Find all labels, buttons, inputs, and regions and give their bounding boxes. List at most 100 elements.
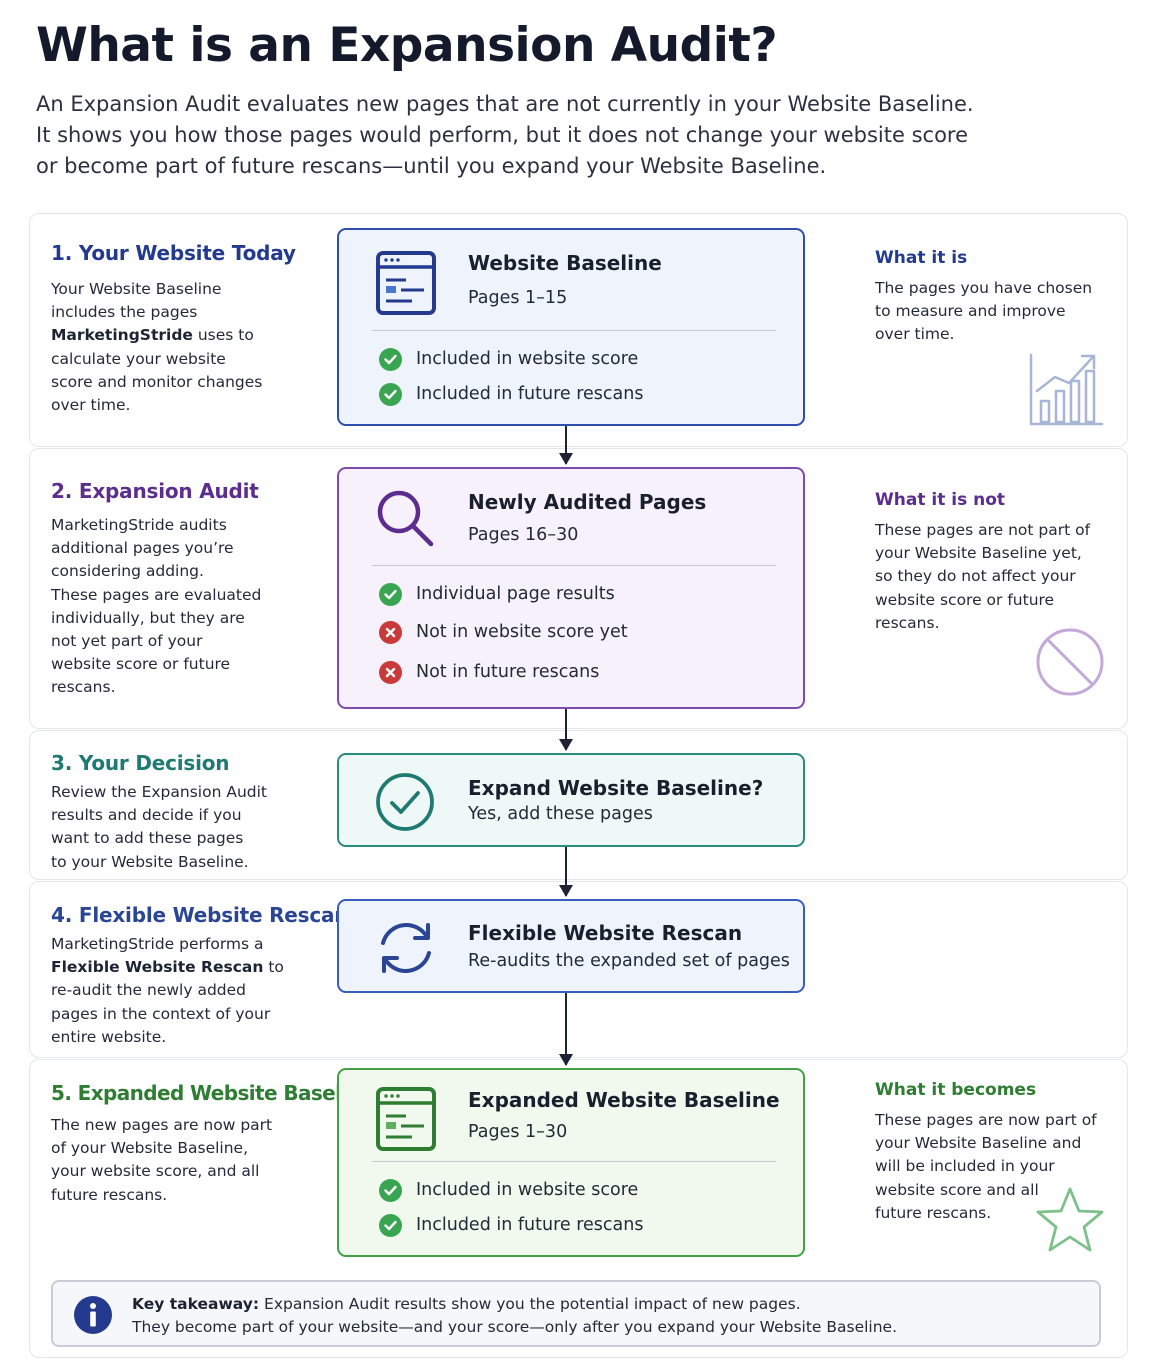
- status-text: Included in website score: [416, 1180, 639, 1200]
- status-item: Included in future rescans: [379, 1212, 643, 1238]
- card-title: Expand Website Baseline?: [468, 776, 764, 800]
- card-subtitle: Pages 1–15: [468, 288, 568, 308]
- status-text: Included in future rescans: [416, 384, 644, 404]
- status-item: Included in website score: [379, 346, 638, 372]
- magnifier-icon: [377, 490, 434, 547]
- intro-text: An Expansion Audit evaluates new pages t…: [36, 89, 1116, 182]
- status-text: Not in website score yet: [416, 622, 628, 642]
- side-line: The pages you have chosen: [875, 279, 1093, 297]
- status-item: Included in website score: [379, 1177, 638, 1203]
- side-line: will be included in your: [875, 1157, 1055, 1176]
- status-item: Not in website score yet: [379, 619, 628, 645]
- side-line: so they do not affect your: [875, 567, 1076, 586]
- desc-line: re-audit the newly added: [51, 981, 246, 1000]
- check-icon: [379, 347, 402, 371]
- intro-line: or become part of future rescans—until y…: [36, 154, 827, 178]
- takeaway-line-2: They become part of your website—and you…: [132, 1318, 898, 1336]
- side-note: What it is The pages you have chosen to …: [875, 248, 1120, 347]
- step-title: 3. Your Decision: [51, 751, 230, 775]
- card-subtitle: Re-audits the expanded set of pages: [468, 951, 790, 971]
- desc-line: MarketingStride audits: [51, 516, 227, 534]
- card-title: Flexible Website Rescan: [468, 921, 743, 945]
- side-note: What it is not These pages are not part …: [875, 490, 1120, 635]
- info-icon: [74, 1296, 112, 1334]
- flow-arrow: [559, 426, 573, 465]
- desc-line: pages in the context of your: [51, 1004, 271, 1023]
- card-title: Expanded Website Baseline: [468, 1088, 780, 1112]
- step-description: MarketingStride performs a Flexible Webs…: [51, 933, 306, 1049]
- star-icon: [1036, 1187, 1104, 1252]
- side-note: What it becomes These pages are now part…: [875, 1080, 1120, 1225]
- side-title: What it becomes: [875, 1080, 1037, 1100]
- takeaway-text: Key takeaway: Expansion Audit results sh…: [132, 1293, 897, 1339]
- desc-line: The new pages are now part: [51, 1116, 273, 1134]
- step-description: The new pages are now part of your Websi…: [51, 1114, 306, 1207]
- desc-line: score and monitor changes: [51, 372, 263, 391]
- desc-line: rescans.: [51, 678, 116, 697]
- desc-line: to your Website Baseline.: [51, 852, 249, 871]
- takeaway-line: Key takeaway: Expansion Audit results sh…: [132, 1293, 897, 1316]
- cross-icon: [379, 660, 402, 684]
- desc-line: MarketingStride uses to: [51, 326, 254, 345]
- website-baseline-card: Website Baseline Pages 1–15 Included in …: [337, 228, 805, 426]
- step-title: 2. Expansion Audit: [51, 479, 259, 503]
- bar-chart-growth-icon: [1029, 353, 1104, 426]
- card-subtitle: Yes, add these pages: [468, 804, 653, 824]
- desc-line: These pages are evaluated: [51, 585, 262, 604]
- bold-term: Flexible Website Rescan: [51, 958, 264, 977]
- side-line: to measure and improve: [875, 302, 1066, 321]
- desc-line: not yet part of your: [51, 632, 203, 651]
- side-line: website score or future: [875, 590, 1055, 609]
- card-divider: [372, 330, 776, 331]
- newly-audited-pages-card: Newly Audited Pages Pages 16–30 Individu…: [337, 467, 805, 709]
- desc-line: website score or future: [51, 655, 231, 674]
- check-icon: [379, 582, 402, 606]
- desc-line: over time.: [51, 396, 131, 415]
- side-line: rescans.: [875, 613, 940, 632]
- desc-line: future rescans.: [51, 1185, 168, 1204]
- takeaway-label: Key takeaway:: [132, 1295, 260, 1313]
- step-description: Your Website Baseline includes the pages…: [51, 278, 306, 417]
- desc-line: Your Website Baseline: [51, 280, 222, 298]
- side-line: These pages are now part of: [875, 1111, 1097, 1129]
- status-text: Included in future rescans: [416, 1215, 644, 1235]
- intro-line: It shows you how those pages would perfo…: [36, 123, 969, 147]
- prohibited-icon: [1036, 628, 1104, 696]
- side-line: your Website Baseline yet,: [875, 544, 1082, 563]
- card-divider: [372, 565, 776, 566]
- step-title: 4. Flexible Website Rescan: [51, 903, 349, 927]
- card-title: Website Baseline: [468, 251, 662, 275]
- flexible-rescan-card: Flexible Website Rescan Re-audits the ex…: [337, 899, 805, 993]
- step-description: MarketingStride audits additional pages …: [51, 514, 306, 700]
- status-text: Not in future rescans: [416, 662, 600, 682]
- side-title: What it is: [875, 248, 968, 268]
- desc-line: considering adding.: [51, 562, 204, 581]
- status-item: Included in future rescans: [379, 381, 643, 407]
- flow-arrow: [559, 709, 573, 751]
- desc-line: MarketingStride performs a: [51, 935, 264, 953]
- card-subtitle: Pages 16–30: [468, 525, 579, 545]
- page-title: What is an Expansion Audit?: [36, 18, 778, 73]
- intro-line: An Expansion Audit evaluates new pages t…: [36, 92, 974, 116]
- browser-window-icon: [376, 1087, 436, 1151]
- side-line: your Website Baseline and: [875, 1134, 1082, 1153]
- status-item: Individual page results: [379, 581, 615, 607]
- side-line: over time.: [875, 325, 955, 344]
- desc-line: individually, but they are: [51, 608, 245, 627]
- status-text: Included in website score: [416, 349, 639, 369]
- flow-arrow: [559, 847, 573, 897]
- status-item: Not in future rescans: [379, 659, 599, 685]
- key-takeaway-box: Key takeaway: Expansion Audit results sh…: [51, 1280, 1101, 1347]
- side-line: future rescans.: [875, 1203, 992, 1222]
- step-description: Review the Expansion Audit results and d…: [51, 781, 306, 874]
- desc-line: want to add these pages: [51, 829, 244, 848]
- side-text: The pages you have chosen to measure and…: [875, 277, 1120, 347]
- bold-term: MarketingStride: [51, 326, 193, 345]
- side-text: These pages are not part of your Website…: [875, 519, 1120, 635]
- desc-line: calculate your website: [51, 349, 226, 368]
- step-title: 1. Your Website Today: [51, 241, 296, 265]
- check-icon: [379, 382, 402, 406]
- cross-icon: [379, 620, 402, 644]
- expand-baseline-decision-card: Expand Website Baseline? Yes, add these …: [337, 753, 805, 847]
- desc-line: Review the Expansion Audit: [51, 783, 267, 801]
